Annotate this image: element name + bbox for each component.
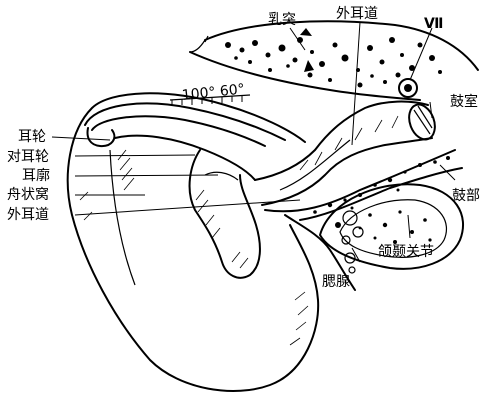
label-external-canal-left: 外耳道 [7, 207, 49, 223]
tympanic-membrane [408, 103, 436, 141]
label-antihelix: 对耳轮 [7, 149, 49, 165]
label-parotid: 腮腺 [322, 274, 350, 290]
angle-scale: 100° 60° [169, 81, 251, 106]
label-external-canal-top: 外耳道 [336, 6, 378, 22]
label-helix: 耳轮 [18, 129, 46, 145]
label-facial-nerve: Ⅶ [424, 16, 443, 32]
label-mastoid: 乳突 [268, 12, 296, 28]
label-concha: 耳廓 [22, 167, 50, 184]
label-tympanic-cavity: 鼓室 [450, 93, 478, 110]
parotid-gland [284, 210, 364, 291]
auricle-shading [79, 149, 309, 346]
tympanic-part-bone [264, 149, 463, 221]
label-scaphoid-fossa: 舟状窝 [7, 186, 49, 203]
angle-scale-text: 100° 60° [181, 81, 245, 103]
label-tympanic-part: 鼓部 [452, 188, 480, 204]
leader-lines [51, 21, 456, 263]
mandibular-condyle [319, 183, 465, 270]
external-auditory-canal [254, 100, 436, 206]
label-tmj: 颌颞关节 [378, 244, 434, 260]
labels: 乳突 外耳道 Ⅶ 鼓室 耳轮 对耳轮 耳廓 舟状窝 外耳道 鼓部 颌颞关节 腮腺 [7, 6, 480, 290]
facial-nerve-marker [398, 78, 418, 98]
auricle [66, 92, 320, 392]
